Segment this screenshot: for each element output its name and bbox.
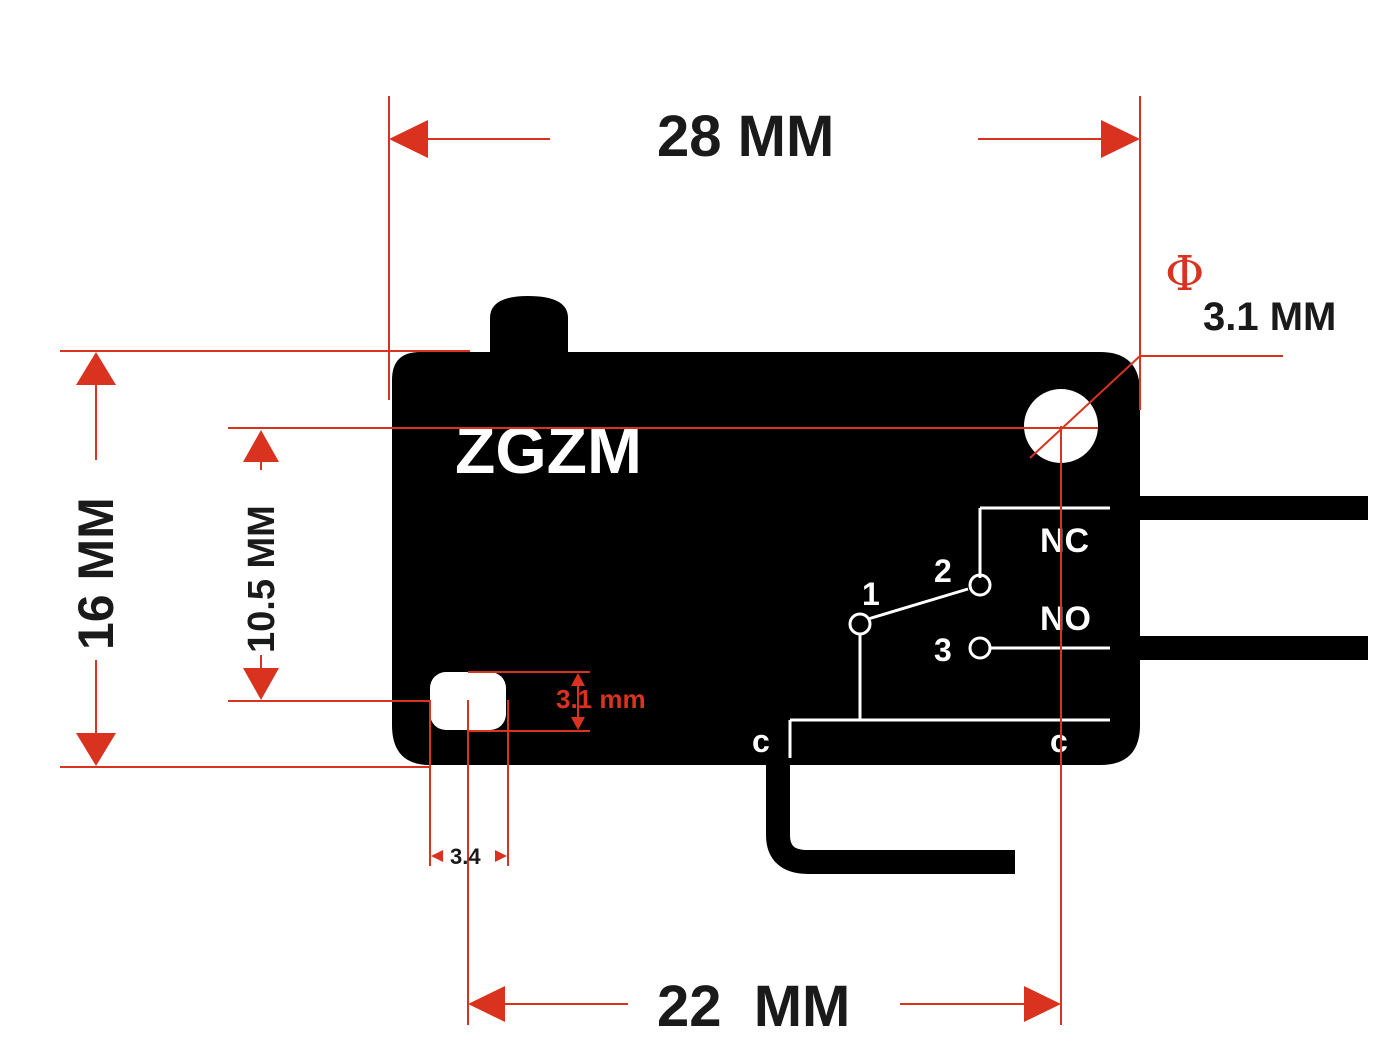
switch-body: [392, 296, 1368, 874]
terminal-no-label: NO: [1040, 600, 1091, 638]
terminal-nc-lead: [1138, 496, 1368, 520]
terminal-common-lead: [766, 762, 1015, 874]
dimension-slot-width: 3.4: [450, 844, 481, 869]
dimension-hole-spacing: 22 MM: [657, 974, 850, 1039]
pin-3-label: 3: [934, 632, 952, 668]
actuator-plunger: [490, 296, 568, 352]
diameter-symbol: Φ: [1165, 246, 1204, 302]
dimension-slot-height: 3.1 mm: [556, 684, 646, 714]
dimension-body-height: 16 MM: [68, 497, 124, 650]
terminal-no-lead: [1138, 636, 1368, 660]
pin-2-label: 2: [934, 553, 952, 589]
dimension-mount-height: 10.5 MM: [241, 505, 283, 653]
terminal-nc-label: NC: [1040, 522, 1089, 560]
brand-label: ZGZM: [455, 413, 642, 487]
common-left-label: c: [752, 723, 770, 759]
dimension-arrowheads: [76, 120, 1140, 1022]
pin-1-label: 1: [862, 576, 880, 612]
dimension-overall-length: 28 MM: [657, 104, 834, 169]
dimension-hole-diameter: 3.1 MM: [1203, 295, 1336, 339]
internal-schematic: [788, 506, 1110, 758]
common-right-label: c: [1050, 723, 1068, 759]
body-housing: [392, 352, 1140, 765]
